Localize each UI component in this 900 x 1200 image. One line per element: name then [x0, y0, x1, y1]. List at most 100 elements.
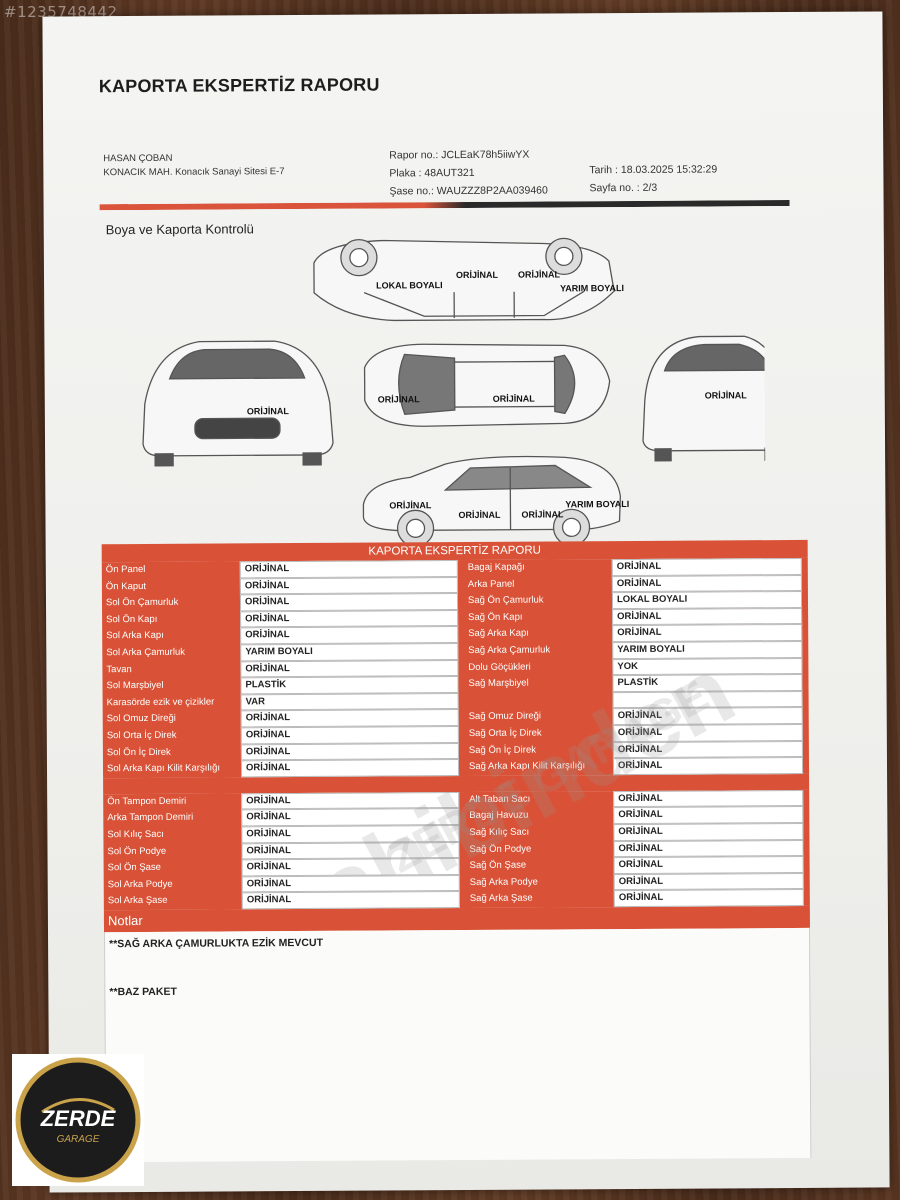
- report-label-right: Sağ Arka Kapı Kilit Karşılığı: [468, 760, 586, 773]
- label-roof-front: ORİJİNAL: [378, 394, 421, 404]
- report-label-left: Sol Ön İç Direk: [106, 746, 171, 758]
- report-label-right: [465, 692, 613, 709]
- report-value-right: LOKAL BOYALI: [611, 591, 803, 609]
- report-value-left: PLASTİK: [240, 676, 459, 695]
- report-label-right: Sağ Ön Kapı: [468, 611, 523, 623]
- report-value-right: ORİJİNAL: [611, 574, 802, 593]
- report-value-left: ORİJİNAL: [240, 759, 460, 778]
- logo-text-garage: GARAGE: [57, 1134, 100, 1145]
- report-label-right: Bagaj Kapağı: [467, 561, 525, 573]
- label-top-mid2: ORİJİNAL: [518, 269, 561, 279]
- note-line: **SAĞ ARKA ÇAMURLUKTA EZİK MEVCUT: [109, 936, 324, 951]
- report-value-left: YARIM BOYALI: [240, 643, 459, 661]
- report-value-left: ORİJİNAL: [241, 808, 460, 827]
- report-label-right: Sağ Arka Çamurluk: [468, 644, 551, 656]
- report-label-left: Sol Omuz Direği: [106, 713, 176, 725]
- report-label-left: Ön Kaput: [105, 580, 147, 592]
- report-value-left: ORİJİNAL: [241, 841, 460, 860]
- report-label-left: Sol Arka Podye: [107, 878, 173, 890]
- report-number: Rapor no.: JCLEaK78h5iiwYX: [389, 148, 530, 162]
- report-label-left: Sol Arka Kapı Kilit Karşılığı: [106, 762, 221, 775]
- owner-address: KONACIK MAH. Konacık Sanayi Sitesi E-7: [103, 166, 285, 179]
- label-top-mid1: ORİJİNAL: [456, 270, 499, 280]
- chassis-number: Şase no.: WAUZZZ8P2AA039460: [389, 184, 548, 198]
- report-date: Tarih : 18.03.2025 15:32:29: [589, 163, 718, 177]
- report-value-left: ORİJİNAL: [239, 576, 458, 595]
- report-label-left: Sol Arka Şase: [107, 895, 168, 907]
- logo-text-zerde: ZERDE: [40, 1106, 117, 1131]
- report-label-right: Arka Panel: [467, 578, 515, 590]
- header-divider: [100, 200, 790, 210]
- car-side-top-view: [313, 237, 615, 322]
- plate-number: Plaka : 48AUT321: [389, 166, 475, 180]
- report-label-left: Sol Arka Kapı: [106, 630, 164, 642]
- owner-block: HASAN ÇOBAN KONACIK MAH. Konacık Sanayi …: [103, 151, 284, 180]
- report-label-left: Sol Orta İç Direk: [106, 729, 177, 742]
- report-label-left: Ön Tampon Demiri: [107, 795, 187, 807]
- report-label-right: Sağ Orta İç Direk: [468, 727, 542, 739]
- report-value-left: VAR: [240, 692, 459, 711]
- report-value-right: ORİJİNAL: [612, 707, 803, 726]
- report-value-right: ORİJİNAL: [613, 889, 804, 907]
- report-value-left: ORİJİNAL: [240, 659, 459, 678]
- report-label-left: Ön Panel: [105, 563, 146, 576]
- report-value-left: ORİJİNAL: [241, 858, 460, 877]
- car-diagram: LOKAL BOYALI ORİJİNAL ORİJİNAL YARIM BOY…: [142, 237, 766, 545]
- report-label-right: Dolu Göçükleri: [468, 661, 531, 673]
- label-bottom-mid2: ORİJİNAL: [521, 509, 564, 519]
- report-label-right: Bagaj Havuzu: [469, 809, 529, 822]
- notes-box: **SAĞ ARKA ÇAMURLUKTA EZİK MEVCUT **BAZ …: [104, 927, 812, 1163]
- page-number: Sayfa no. : 2/3: [589, 181, 658, 195]
- report-label-right: Sağ Arka Podye: [469, 876, 538, 888]
- report-value-left: ORİJİNAL: [239, 560, 458, 578]
- report-label-left: Sol Marşbiyel: [106, 680, 164, 692]
- report-value-left: ORİJİNAL: [241, 891, 460, 910]
- report-value-left: ORİJİNAL: [239, 593, 459, 612]
- report-label-right: Sağ Ön Şase: [469, 859, 527, 872]
- report-label-right: Alt Taban Sacı: [469, 793, 531, 805]
- report-value-left: ORİJİNAL: [241, 874, 460, 893]
- report-value-right: ORİJİNAL: [613, 839, 804, 858]
- report-label-left: Sol Ön Podye: [107, 845, 167, 857]
- report-label-left: Sol Ön Şase: [107, 861, 161, 874]
- report-value-right: ORİJİNAL: [612, 757, 804, 775]
- report-label-left: Sol Kılıç Sacı: [107, 828, 164, 841]
- report-value-right: PLASTİK: [612, 674, 803, 692]
- label-top-left: LOKAL BOYALI: [376, 280, 443, 290]
- report-label-right: Sağ Ön Podye: [469, 843, 532, 855]
- report-label-right: Sağ Omuz Direği: [468, 710, 542, 723]
- report-value-left: ORİJİNAL: [241, 824, 460, 843]
- report-value-left: ORİJİNAL: [240, 609, 459, 628]
- report-label-left: Sol Ön Çamurluk: [105, 596, 179, 609]
- report-value-right: YARIM BOYALI: [612, 640, 803, 659]
- report-label-right: Sağ Ön Çamurluk: [467, 594, 544, 607]
- report-value-right: ORİJİNAL: [613, 872, 804, 891]
- label-bottom-right: YARIM BOYALI: [565, 499, 629, 509]
- label-bottom-left: ORİJİNAL: [389, 500, 432, 510]
- owner-name: HASAN ÇOBAN: [103, 152, 173, 165]
- report-label-right: Sağ Marşbiyel: [468, 677, 529, 690]
- report-value-right: ORİJİNAL: [613, 856, 804, 874]
- report-value-right: YOK: [612, 657, 803, 676]
- report-label-right: Sağ Arka Kapı: [468, 627, 529, 640]
- report-label-right: Sağ Kılıç Sacı: [469, 826, 530, 838]
- document-title: KAPORTA EKSPERTİZ RAPORU: [98, 74, 380, 97]
- report-label-left: Arka Tampon Demiri: [107, 811, 194, 824]
- report-value-left: ORİJİNAL: [240, 709, 459, 728]
- car-rear-view: [642, 335, 766, 462]
- report-label-left: Karasörde ezik ve çizikler: [106, 696, 215, 708]
- logo-ring-icon: [15, 1057, 141, 1183]
- report-label-right: Sağ Ön İç Direk: [468, 744, 536, 756]
- label-top-right: YARIM BOYALI: [560, 283, 624, 293]
- report-label-left: Tavan: [106, 663, 132, 675]
- car-side-bottom-view: [362, 455, 622, 545]
- label-bottom-mid1: ORİJİNAL: [458, 510, 501, 520]
- report-meta: Rapor no.: JCLEaK78h5iiwYX Plaka : 48AUT…: [389, 145, 548, 200]
- label-rear: ORİJİNAL: [705, 390, 748, 400]
- report-value-right: ORİJİNAL: [612, 723, 803, 742]
- note-line: **BAZ PAKET: [109, 985, 177, 999]
- report-value-right: ORİJİNAL: [613, 789, 804, 808]
- report-value-right: ORİJİNAL: [612, 740, 803, 759]
